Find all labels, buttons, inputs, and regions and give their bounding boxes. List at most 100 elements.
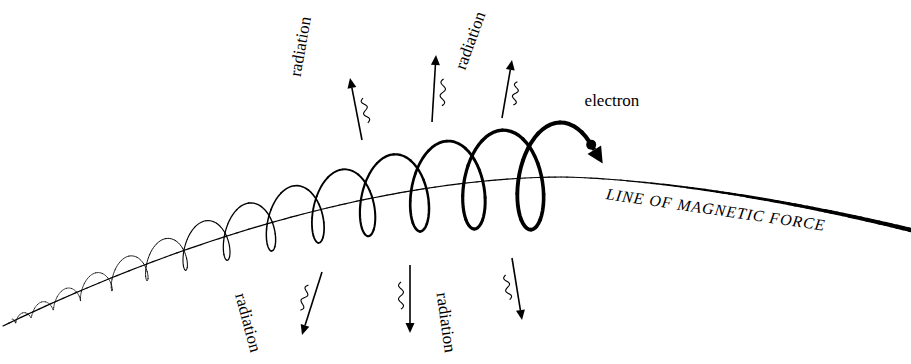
field-line-segment — [549, 176, 555, 177]
spiral-segment — [531, 220, 540, 230]
field-line-segment — [249, 227, 255, 229]
field-line-segment — [345, 203, 351, 204]
radiation-arrowhead — [406, 323, 415, 333]
field-line-segment — [543, 177, 549, 178]
radiation-arrowhead — [506, 60, 515, 71]
spiral-segment — [15, 322, 16, 323]
spiral-segment — [281, 186, 295, 193]
field-line-segment — [363, 199, 369, 200]
field-line-segment — [675, 185, 681, 188]
field-line-segment — [237, 231, 243, 233]
field-line-segment — [339, 204, 345, 205]
spiral-segment — [147, 272, 149, 279]
spiral-segment — [360, 209, 362, 229]
spiral-segment — [343, 169, 358, 174]
spiral-segment — [18, 315, 20, 318]
field-line-segment — [909, 227, 911, 232]
field-line-segment — [399, 192, 405, 193]
spiral-segment — [183, 265, 185, 270]
spiral-segment — [312, 196, 317, 218]
spiral-segment — [370, 191, 375, 212]
spiral-segment — [323, 222, 324, 237]
spiral-segment — [111, 279, 113, 287]
field-line-segment — [213, 239, 219, 241]
field-line-segment — [87, 285, 93, 288]
field-line-segment — [93, 283, 99, 286]
field-line-segment — [231, 233, 237, 235]
spiral-segment — [61, 288, 66, 291]
field-line-segment — [207, 241, 213, 243]
spiral-segment — [54, 303, 55, 308]
spiral-segment — [35, 304, 38, 308]
spiral-segment — [368, 230, 374, 236]
field-line-segment — [555, 176, 561, 177]
spiral-segment — [102, 273, 108, 278]
spiral-segment — [365, 163, 377, 184]
spiral-segment — [374, 212, 376, 229]
spiral-segment — [111, 287, 113, 291]
spiral-segment — [312, 218, 314, 236]
field-line-segment — [489, 180, 495, 182]
spiral-segment — [66, 288, 71, 290]
text-label: radiation — [232, 291, 264, 354]
field-line-segment — [453, 183, 459, 185]
spiral-segment — [22, 312, 25, 313]
field-line-segment — [147, 262, 153, 264]
photon-wave — [361, 98, 370, 123]
photon-wave — [504, 275, 512, 300]
spiral-segment — [249, 203, 261, 206]
spiral-segment — [57, 291, 61, 296]
spiral-segment — [80, 298, 81, 301]
spiral-segment — [96, 272, 103, 274]
spiral-segment — [420, 224, 427, 232]
spiral-segment — [80, 291, 82, 297]
field-line-segment — [15, 317, 21, 320]
spiral-segment — [81, 284, 84, 292]
spiral-segment — [479, 170, 485, 198]
spiral-segment — [166, 238, 175, 240]
spiral-segment — [175, 240, 182, 248]
spiral-segment — [274, 234, 276, 247]
field-line-segment — [171, 253, 177, 255]
spiral-segment — [115, 261, 121, 270]
field-line-segment — [429, 187, 435, 189]
spiral-segment — [410, 174, 415, 201]
spiral-segment — [223, 241, 225, 255]
spiral-segment — [474, 220, 482, 229]
field-line-segment — [99, 281, 105, 283]
spiral-segment — [423, 180, 428, 204]
radiation-arrowhead — [516, 309, 525, 320]
spiral-segment — [20, 313, 23, 315]
spiral-segment — [146, 254, 150, 266]
spiral-segment — [319, 204, 324, 222]
spiral-segment — [362, 228, 368, 236]
radiation-arrow-shaft — [305, 272, 322, 326]
spiral-segment — [267, 210, 271, 229]
field-line-segment — [585, 177, 591, 179]
field-line-segment — [303, 212, 309, 214]
spiral-segment — [150, 244, 157, 255]
field-line-segment — [579, 177, 585, 178]
spiral-segment — [228, 210, 237, 224]
field-line-segment — [261, 224, 267, 226]
spiral-segment — [195, 221, 206, 227]
spiral-segment — [206, 221, 217, 224]
field-line-segment — [393, 193, 399, 194]
field-line-segment — [615, 179, 621, 181]
spiral-segment — [517, 194, 521, 220]
spiral-segment — [463, 166, 468, 196]
spiral-segment — [224, 255, 227, 261]
field-line-segment — [255, 226, 261, 228]
radiation-arrowhead — [301, 324, 310, 335]
field-line-segment — [657, 183, 663, 185]
spiral-segment — [229, 246, 231, 257]
spiral-segment — [46, 302, 50, 304]
electron-arrowhead — [588, 146, 603, 164]
field-line-segment — [375, 196, 381, 197]
field-line-segment — [69, 293, 75, 296]
spiral-segment — [377, 154, 394, 163]
radiation-arrow-shaft — [432, 65, 435, 122]
field-line-segment — [435, 186, 441, 188]
field-line-segment — [633, 181, 639, 183]
field-line-label: LINE OF MAGNETIC FORCE — [605, 186, 827, 234]
